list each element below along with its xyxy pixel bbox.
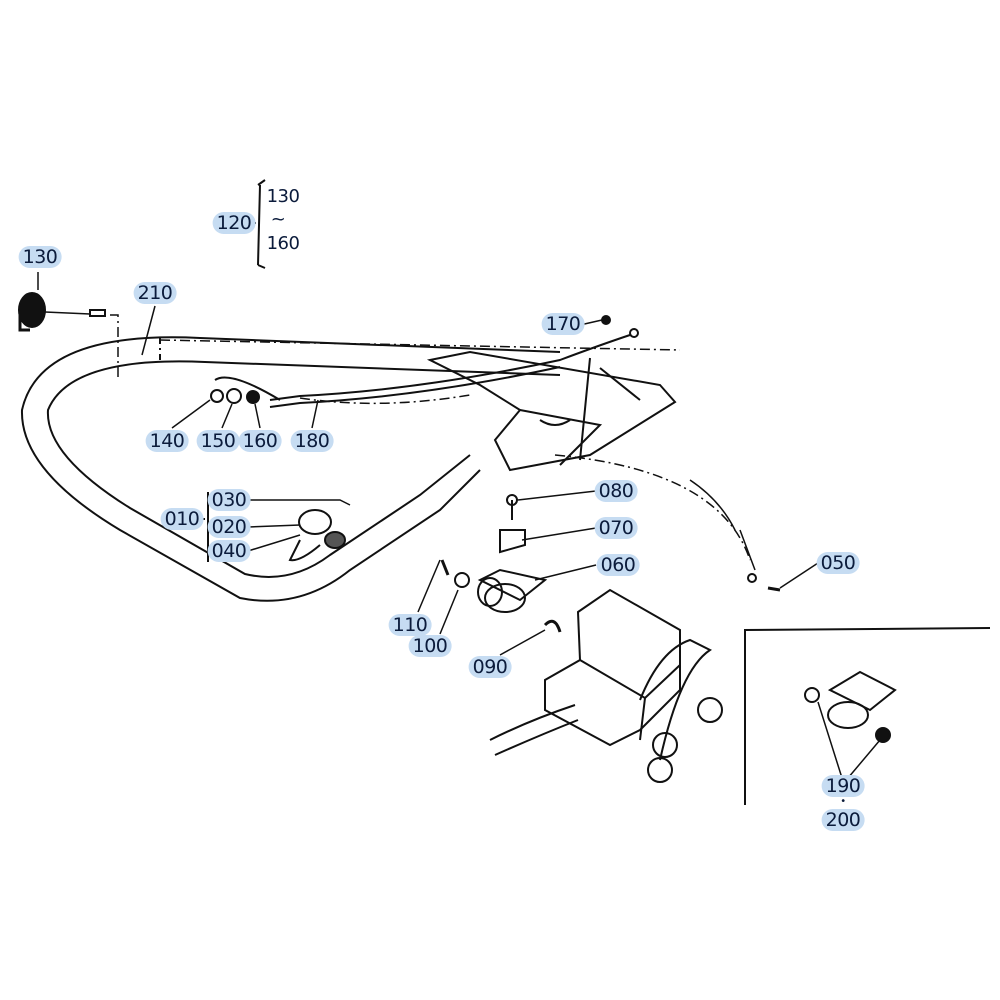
callout-150[interactable]: 150 [196, 430, 240, 452]
callout-140[interactable]: 140 [145, 430, 189, 452]
group-range-tilde: ~ [270, 209, 286, 230]
callout-090[interactable]: 090 [468, 656, 512, 678]
callout-010[interactable]: 010 [160, 508, 204, 530]
callout-200[interactable]: 200 [821, 809, 865, 831]
callout-180[interactable]: 180 [290, 430, 334, 452]
callout-110[interactable]: 110 [388, 614, 432, 636]
callout-030[interactable]: 030 [207, 489, 251, 511]
callout-020[interactable]: 020 [207, 516, 251, 538]
callout-130[interactable]: 130 [18, 246, 62, 268]
callout-210[interactable]: 210 [133, 282, 177, 304]
callout-170[interactable]: 170 [541, 313, 585, 335]
callout-100[interactable]: 100 [408, 635, 452, 657]
callout-040[interactable]: 040 [207, 540, 251, 562]
callout-separator-dot: • [840, 796, 846, 807]
callout-080[interactable]: 080 [594, 480, 638, 502]
callout-070[interactable]: 070 [594, 517, 638, 539]
cables [210, 315, 781, 592]
mount-bracket [426, 350, 677, 472]
throttle-lever-part [18, 292, 106, 332]
detail-inset [744, 627, 991, 805]
callout-120[interactable]: 120 [212, 212, 256, 234]
group-range-from: 130 [266, 186, 300, 207]
callout-160[interactable]: 160 [238, 430, 282, 452]
gearbox-housing [489, 588, 723, 783]
callout-190[interactable]: 190 [821, 775, 865, 797]
callout-050[interactable]: 050 [816, 552, 860, 574]
handle-frame [20, 336, 641, 602]
group-range-to: 160 [266, 233, 300, 254]
callout-060[interactable]: 060 [596, 554, 640, 576]
leader-lines [37, 179, 819, 656]
roller-parts [440, 494, 562, 633]
clutch-lever-part [288, 509, 346, 562]
guide-lines [110, 314, 751, 561]
